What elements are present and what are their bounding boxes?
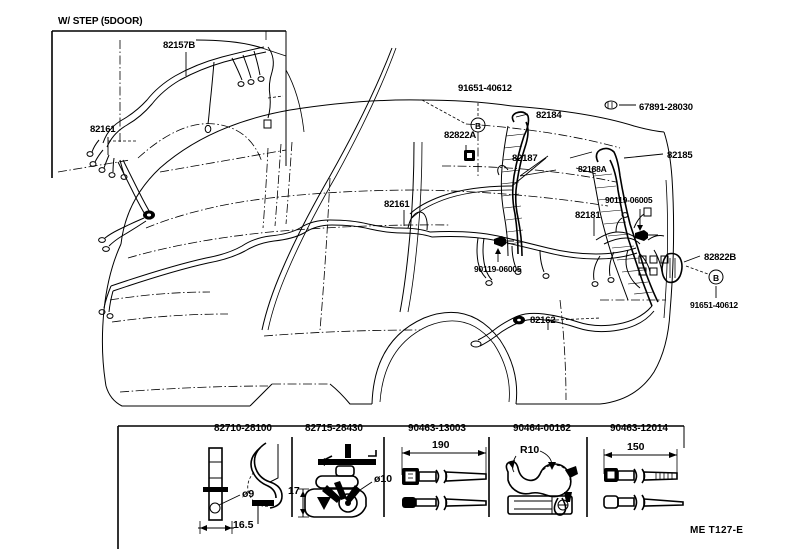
callout-82162: 82162: [530, 315, 555, 326]
symbol-82822a: [464, 150, 475, 161]
callout-82181: 82181: [575, 210, 601, 221]
table-cell-90463-12014: 90463-12014 150: [603, 423, 684, 511]
part-no-90463-13003: 90463-13003: [408, 423, 466, 434]
parts-table-frame: [117, 425, 685, 549]
svg-text:B: B: [713, 273, 719, 283]
callout-90119-lower: 90119-06005: [474, 264, 522, 274]
svg-text:B: B: [475, 121, 481, 131]
dim-90464-r10: R10: [520, 444, 539, 456]
callout-82822a: 82822A: [444, 130, 476, 141]
part-no-90464: 90464-00162: [513, 423, 571, 434]
callout-90119-upper: 90119-06005: [605, 195, 653, 205]
harness-82181-nest: [429, 207, 683, 289]
vehicle-body-outline: [101, 47, 675, 407]
symbol-67891: [604, 100, 618, 110]
dim-82710-len: 16.5: [233, 519, 254, 531]
sheet-code: ME T127-E: [690, 525, 743, 536]
table-cell-90463-13003: 90463-13003 190: [401, 423, 487, 511]
variant-note: W/ STEP (5DOOR): [58, 16, 142, 27]
harness-82187-82188a: [409, 151, 593, 219]
part-no-82715: 82715-28430: [305, 423, 363, 434]
harness-82161-main: [98, 211, 433, 319]
dim-82710-dia: ø9: [242, 488, 254, 500]
inset-body-outline: [57, 31, 305, 173]
part-no-90463-12014: 90463-12014: [610, 423, 668, 434]
dim-82715-h: 17: [288, 485, 300, 497]
callout-82185: 82185: [667, 150, 693, 161]
arrow-90119-upper: [637, 225, 643, 231]
inset-box-frame: [51, 30, 287, 178]
callout-82157b: 82157B: [163, 40, 195, 51]
callout-82161-main: 82161: [384, 199, 410, 210]
callout-82184: 82184: [536, 110, 562, 121]
leader-91651-bot-dash: [685, 265, 709, 275]
dim-82715-dia: ø10: [374, 473, 392, 485]
table-cell-82710: 82710-28100 ø9 16.5: [198, 423, 283, 534]
part-no-82710: 82710-28100: [214, 423, 272, 434]
callout-82187: 82187: [512, 153, 537, 164]
callout-82822b: 82822B: [704, 252, 736, 263]
callout-91651-top: 91651-40612: [458, 83, 512, 94]
arrow-90119-lower: [495, 248, 501, 254]
dim-90463-12014-len: 150: [627, 441, 645, 453]
callout-91651-bottom: 91651-40612: [690, 300, 738, 310]
dim-90463-13003-len: 190: [432, 439, 450, 451]
table-cell-90464: 90464-00162 R10: [505, 423, 578, 516]
harness-82162: [470, 305, 655, 348]
symbol-90119-upper: [635, 230, 658, 241]
symbol-91651-bottom: B: [708, 269, 724, 285]
callout-82161-inset: 82161: [90, 124, 116, 135]
callout-labels: 82157B 82161 91651-40612 67891-28030 821…: [90, 40, 739, 326]
table-cell-82715: 82715-28430 ø10 17: [288, 423, 392, 518]
callout-67891: 67891-28030: [639, 102, 693, 113]
callout-leaders: [107, 52, 701, 330]
symbol-90119-lower: [494, 236, 514, 247]
callout-82188a: 82188A: [578, 164, 607, 174]
